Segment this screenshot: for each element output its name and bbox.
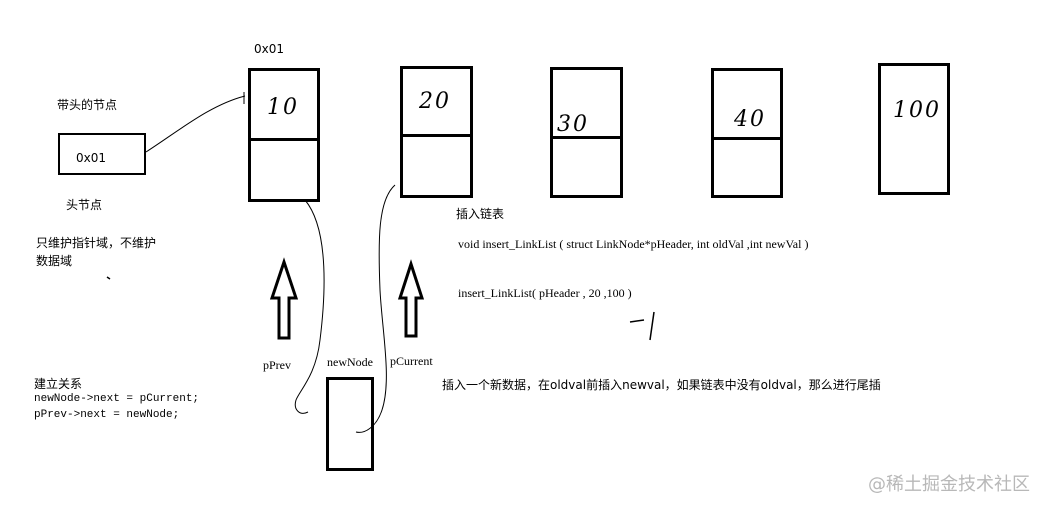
head-node-box: 0x01 xyxy=(58,133,146,175)
relation-line1: newNode->next = pCurrent; xyxy=(34,393,200,405)
watermark: @稀土掘金技术社区 xyxy=(868,474,1030,495)
pcurrent-arrow xyxy=(397,259,425,338)
new-node-box xyxy=(326,377,374,471)
node-40-value: 40 xyxy=(734,107,766,132)
new-node-label: newNode xyxy=(327,355,373,369)
head-note-line2: 数据域 xyxy=(36,254,73,268)
node-40: 40 xyxy=(711,68,783,198)
insert-title: 插入链表 xyxy=(456,207,505,221)
head-link-curve xyxy=(145,95,246,153)
function-call: insert_LinkList( pHeader , 20 ,100 ) xyxy=(458,286,632,300)
node-30-divider xyxy=(553,136,620,139)
node-100: 100 xyxy=(878,63,950,195)
pprev-curve xyxy=(294,199,325,414)
node-10-divider xyxy=(251,138,317,141)
node-10: 10 xyxy=(248,68,320,202)
insert-description: 插入一个新数据，在oldval前插入newval，如果链表中没有oldval，那… xyxy=(442,378,881,392)
relation-line2: pPrev->next = newNode; xyxy=(34,409,180,421)
pprev-label: pPrev xyxy=(263,358,291,372)
node-20: 20 xyxy=(400,66,473,198)
node-20-divider xyxy=(403,134,470,137)
head-note-line1: 只维护指针域，不维护 xyxy=(36,236,157,250)
node-10-value: 10 xyxy=(267,95,299,120)
node-100-value: 100 xyxy=(893,98,941,123)
node-30: 30 xyxy=(550,67,623,198)
pprev-arrow xyxy=(269,257,299,340)
hand-minus-one-stroke xyxy=(629,319,645,323)
function-signature: void insert_LinkList ( struct LinkNode*p… xyxy=(458,237,809,251)
node-20-value: 20 xyxy=(419,89,451,114)
hand-one-stroke xyxy=(649,311,655,341)
node-address-label: 0x01 xyxy=(254,42,285,56)
small-mark xyxy=(106,276,111,280)
node-40-divider xyxy=(714,137,780,140)
head-node-label: 头节点 xyxy=(66,198,103,212)
relation-title: 建立关系 xyxy=(34,377,83,391)
pcurrent-label: pCurrent xyxy=(390,354,433,368)
head-node-value: 0x01 xyxy=(76,151,107,165)
node-30-value: 30 xyxy=(557,112,589,137)
head-node-caption: 带头的节点 xyxy=(57,98,118,112)
